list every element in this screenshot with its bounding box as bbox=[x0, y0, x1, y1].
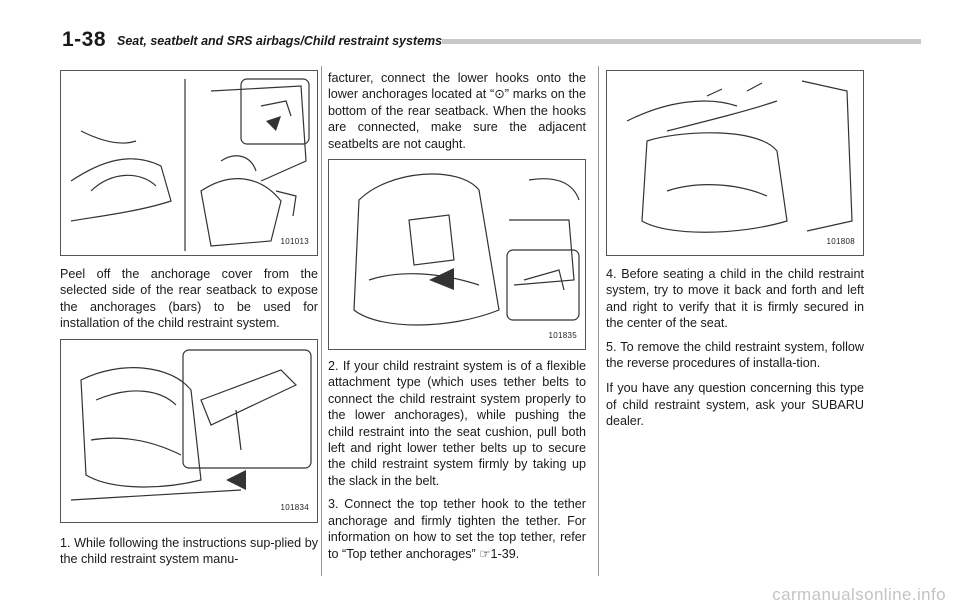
column-1: 101013 Peel off the anchorage cover from… bbox=[60, 70, 318, 574]
figure-code: 101835 bbox=[548, 330, 577, 340]
lower-anchorage-illustration bbox=[70, 349, 312, 501]
column-divider-1 bbox=[321, 66, 322, 576]
paragraph-question: If you have any question concerning this… bbox=[606, 381, 864, 429]
figure-verify-secure: 101808 bbox=[606, 70, 864, 256]
paragraph-step-1-cont: facturer, connect the lower hooks onto t… bbox=[328, 71, 586, 151]
anchorage-cover-illustration bbox=[70, 78, 310, 251]
section-title: Seat, seatbelt and SRS airbags/Child res… bbox=[117, 34, 443, 48]
figure-code: 101834 bbox=[280, 503, 309, 513]
header-rule bbox=[442, 39, 921, 44]
verify-secure-illustration bbox=[626, 80, 853, 233]
watermark: carmanualsonline.info bbox=[772, 585, 946, 604]
paragraph-step-5: 5. To remove the child restraint system,… bbox=[606, 339, 864, 371]
page-number: 1-38 bbox=[62, 28, 107, 51]
paragraph-step-2: 2. If your child restraint system is of … bbox=[328, 359, 586, 488]
figure-code: 101013 bbox=[280, 236, 309, 246]
figure-connect-hooks: 101835 bbox=[328, 159, 586, 351]
paragraph-step-1-start: 1. While following the instructions sup-… bbox=[60, 535, 318, 567]
connect-hooks-illustration bbox=[353, 173, 580, 326]
column-3: 101808 4. Before seating a child in the … bbox=[606, 70, 864, 437]
column-divider-2 bbox=[598, 66, 599, 576]
figure-code: 101808 bbox=[826, 236, 855, 246]
paragraph-step-4: 4. Before seating a child in the child r… bbox=[606, 267, 864, 331]
page-header: 1-38 Seat, seatbelt and SRS airbags/Chil… bbox=[62, 28, 921, 52]
paragraph-peel-cover: Peel off the anchorage cover from the se… bbox=[60, 267, 318, 331]
column-2: facturer, connect the lower hooks onto t… bbox=[328, 70, 586, 569]
paragraph-step-3: 3. Connect the top tether hook to the te… bbox=[328, 497, 586, 561]
figure-anchorage-cover: 101013 bbox=[60, 70, 318, 256]
figure-lower-anchorage: 101834 bbox=[60, 338, 318, 523]
